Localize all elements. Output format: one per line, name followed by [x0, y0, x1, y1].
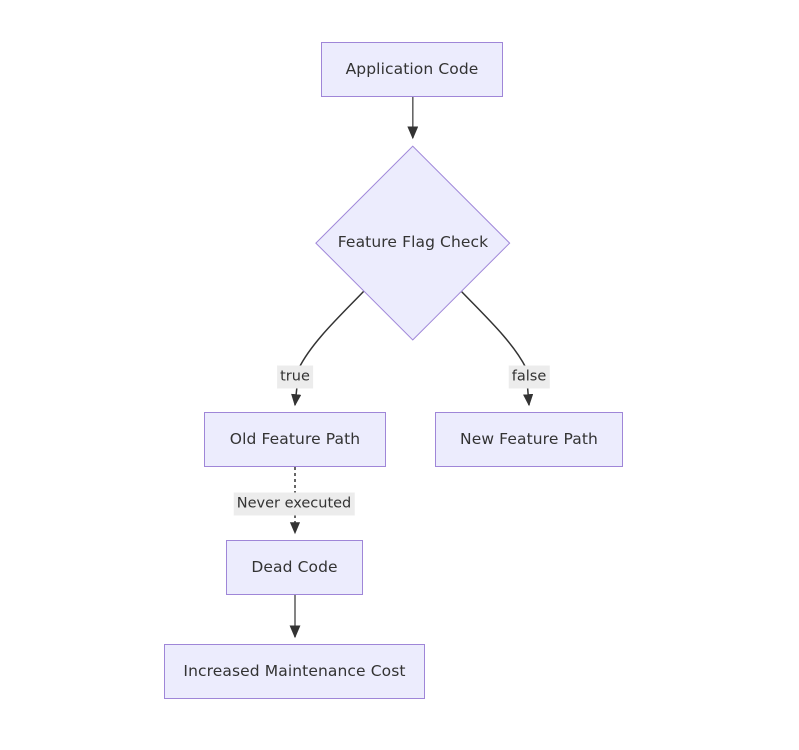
- edge-label-true: true: [277, 365, 313, 389]
- node-application-code[interactable]: Application Code: [321, 42, 503, 97]
- node-old-feature-path[interactable]: Old Feature Path: [204, 412, 386, 467]
- node-dead-code[interactable]: Dead Code: [226, 540, 363, 595]
- node-label-application-code: Application Code: [345, 60, 479, 79]
- node-label-increased-maintenance-cost: Increased Maintenance Cost: [183, 662, 406, 681]
- node-label-old-feature-path: Old Feature Path: [229, 430, 361, 449]
- node-label-dead-code: Dead Code: [251, 558, 338, 577]
- edge-label-false: false: [508, 365, 550, 389]
- node-new-feature-path[interactable]: New Feature Path: [435, 412, 623, 467]
- node-label-feature-flag-check: Feature Flag Check: [337, 233, 489, 252]
- edge-label-never-executed: Never executed: [233, 492, 355, 516]
- node-increased-maintenance-cost[interactable]: Increased Maintenance Cost: [164, 644, 425, 699]
- node-label-new-feature-path: New Feature Path: [460, 430, 598, 449]
- node-feature-flag-check[interactable]: Feature Flag Check: [315, 145, 511, 340]
